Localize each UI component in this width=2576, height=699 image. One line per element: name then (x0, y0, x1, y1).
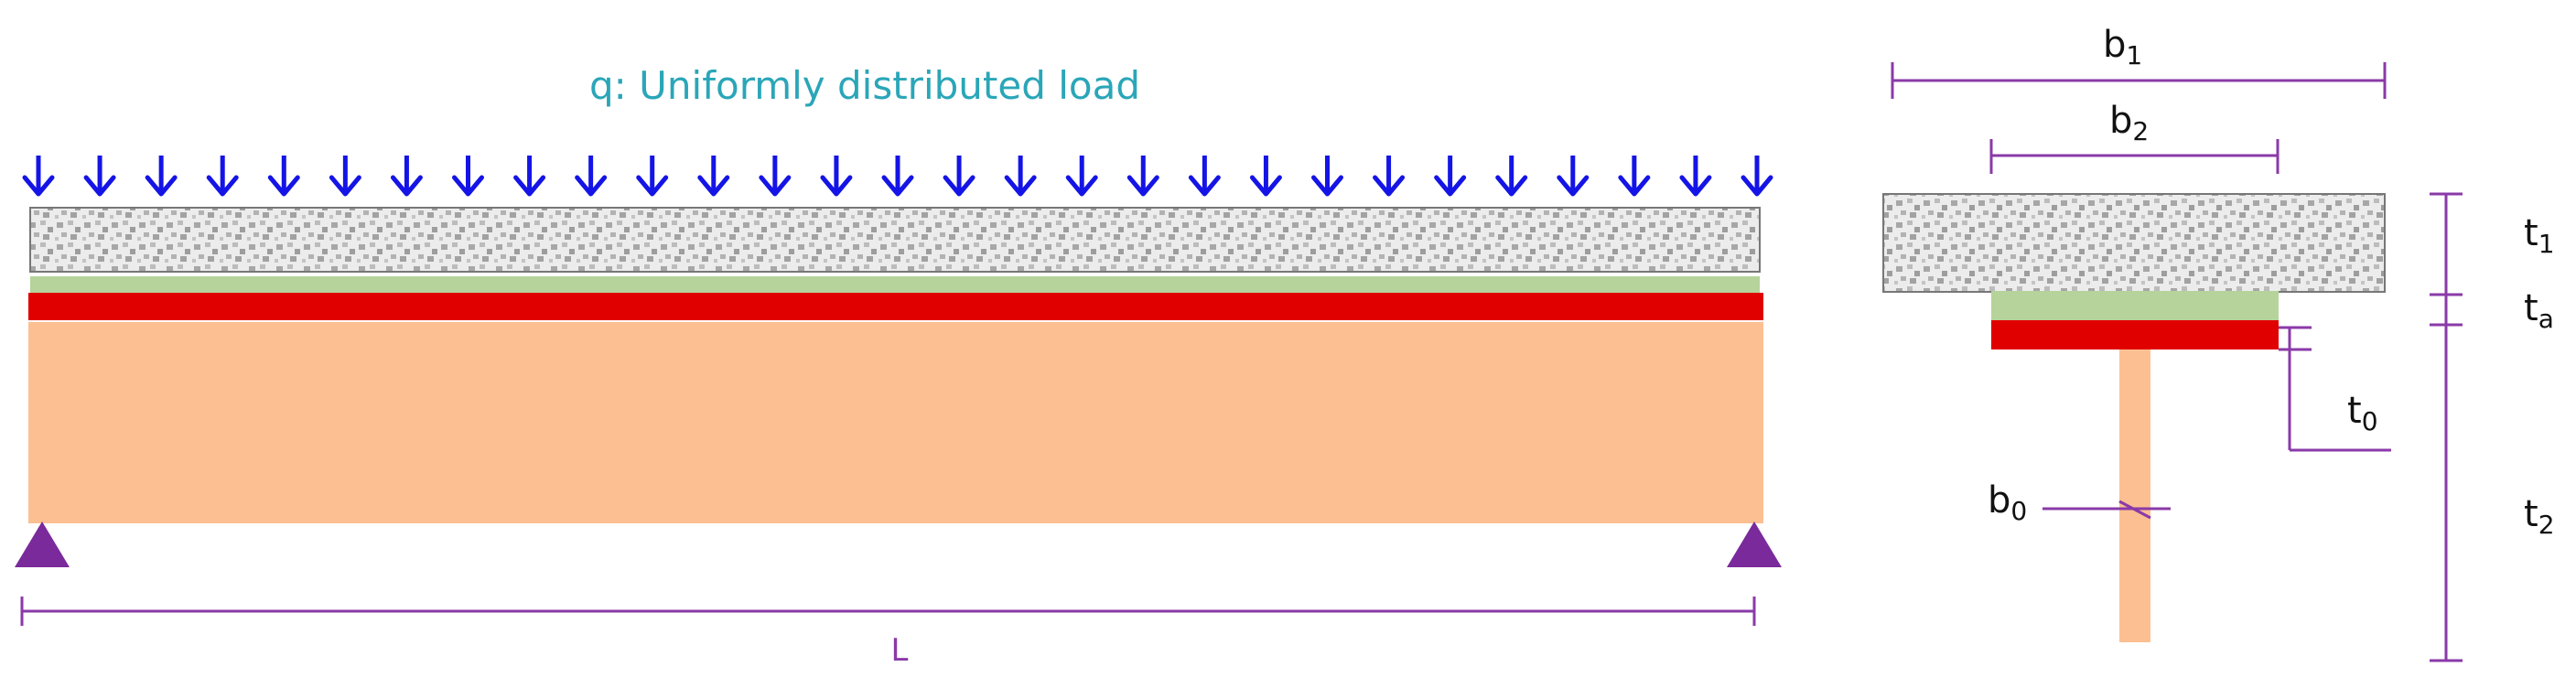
load-arrow-icon (881, 156, 914, 197)
svg-text:t0: t0 (2347, 390, 2378, 436)
load-arrow-icon (329, 156, 361, 197)
load-arrow-icon (1126, 156, 1159, 197)
load-arrow-icon (22, 156, 55, 197)
load-arrow-icon (1434, 156, 1467, 197)
t0-dimension (2279, 326, 2391, 452)
load-arrows (22, 156, 1773, 197)
load-arrow-icon (83, 156, 116, 197)
concrete-slab (29, 207, 1761, 273)
section-adhesive-layer (1991, 291, 2279, 320)
load-arrow-icon (390, 156, 423, 197)
b1-label: b1 (2103, 24, 2142, 70)
t2-label: t2 (2524, 493, 2555, 540)
load-arrow-icon (1065, 156, 1098, 197)
load-arrow-icon (575, 156, 608, 197)
load-arrow-icon (513, 156, 546, 197)
span-dimension (20, 597, 1756, 626)
load-arrow-icon (1249, 156, 1282, 197)
load-arrow-icon (697, 156, 730, 197)
svg-text:b0: b0 (1988, 479, 2027, 526)
adhesive-layer (30, 276, 1760, 293)
load-arrow-icon (1373, 156, 1406, 197)
load-arrow-icon (1557, 156, 1590, 197)
load-arrow-icon (1188, 156, 1221, 197)
load-arrow-icon (820, 156, 853, 197)
span-label: L (891, 632, 909, 669)
section-concrete-slab (1882, 193, 2386, 293)
load-arrow-icon (1618, 156, 1651, 197)
b0-dimension (2042, 500, 2171, 520)
t1-label: t1 (2524, 212, 2555, 259)
load-arrow-icon (1004, 156, 1037, 197)
right-support (1727, 522, 1782, 567)
thickness-dimension (2430, 192, 2463, 662)
load-arrow-icon (759, 156, 792, 197)
svg-text:ta: ta (2524, 287, 2554, 334)
beam-elevation (15, 207, 1782, 567)
svg-text:b2: b2 (2109, 100, 2149, 146)
timber-beam (28, 322, 1763, 523)
section-steel-plate (1991, 320, 2279, 350)
load-arrow-icon (206, 156, 239, 197)
svg-text:t1: t1 (2524, 212, 2555, 259)
load-arrow-icon (943, 156, 975, 197)
b2-dimension (1989, 139, 2280, 174)
cross-section (1882, 193, 2386, 642)
load-arrow-icon (1741, 156, 1773, 197)
section-timber-web (2119, 350, 2150, 642)
load-arrow-icon (636, 156, 669, 197)
load-arrow-icon (452, 156, 484, 197)
left-support (15, 522, 70, 567)
steel-plate (28, 293, 1763, 320)
t0-label: t0 (2347, 390, 2378, 436)
load-title: q: Uniformly distributed load (589, 63, 1140, 108)
b1-dimension (1891, 62, 2387, 99)
svg-text:t2: t2 (2524, 493, 2555, 540)
load-arrow-icon (145, 156, 178, 197)
svg-text:b1: b1 (2103, 24, 2142, 70)
load-arrow-icon (1311, 156, 1343, 197)
load-arrow-icon (1495, 156, 1528, 197)
b0-label: b0 (1988, 479, 2027, 526)
load-arrow-icon (1679, 156, 1712, 197)
b2-label: b2 (2109, 100, 2149, 146)
load-arrow-icon (267, 156, 300, 197)
ta-label: ta (2524, 287, 2554, 334)
